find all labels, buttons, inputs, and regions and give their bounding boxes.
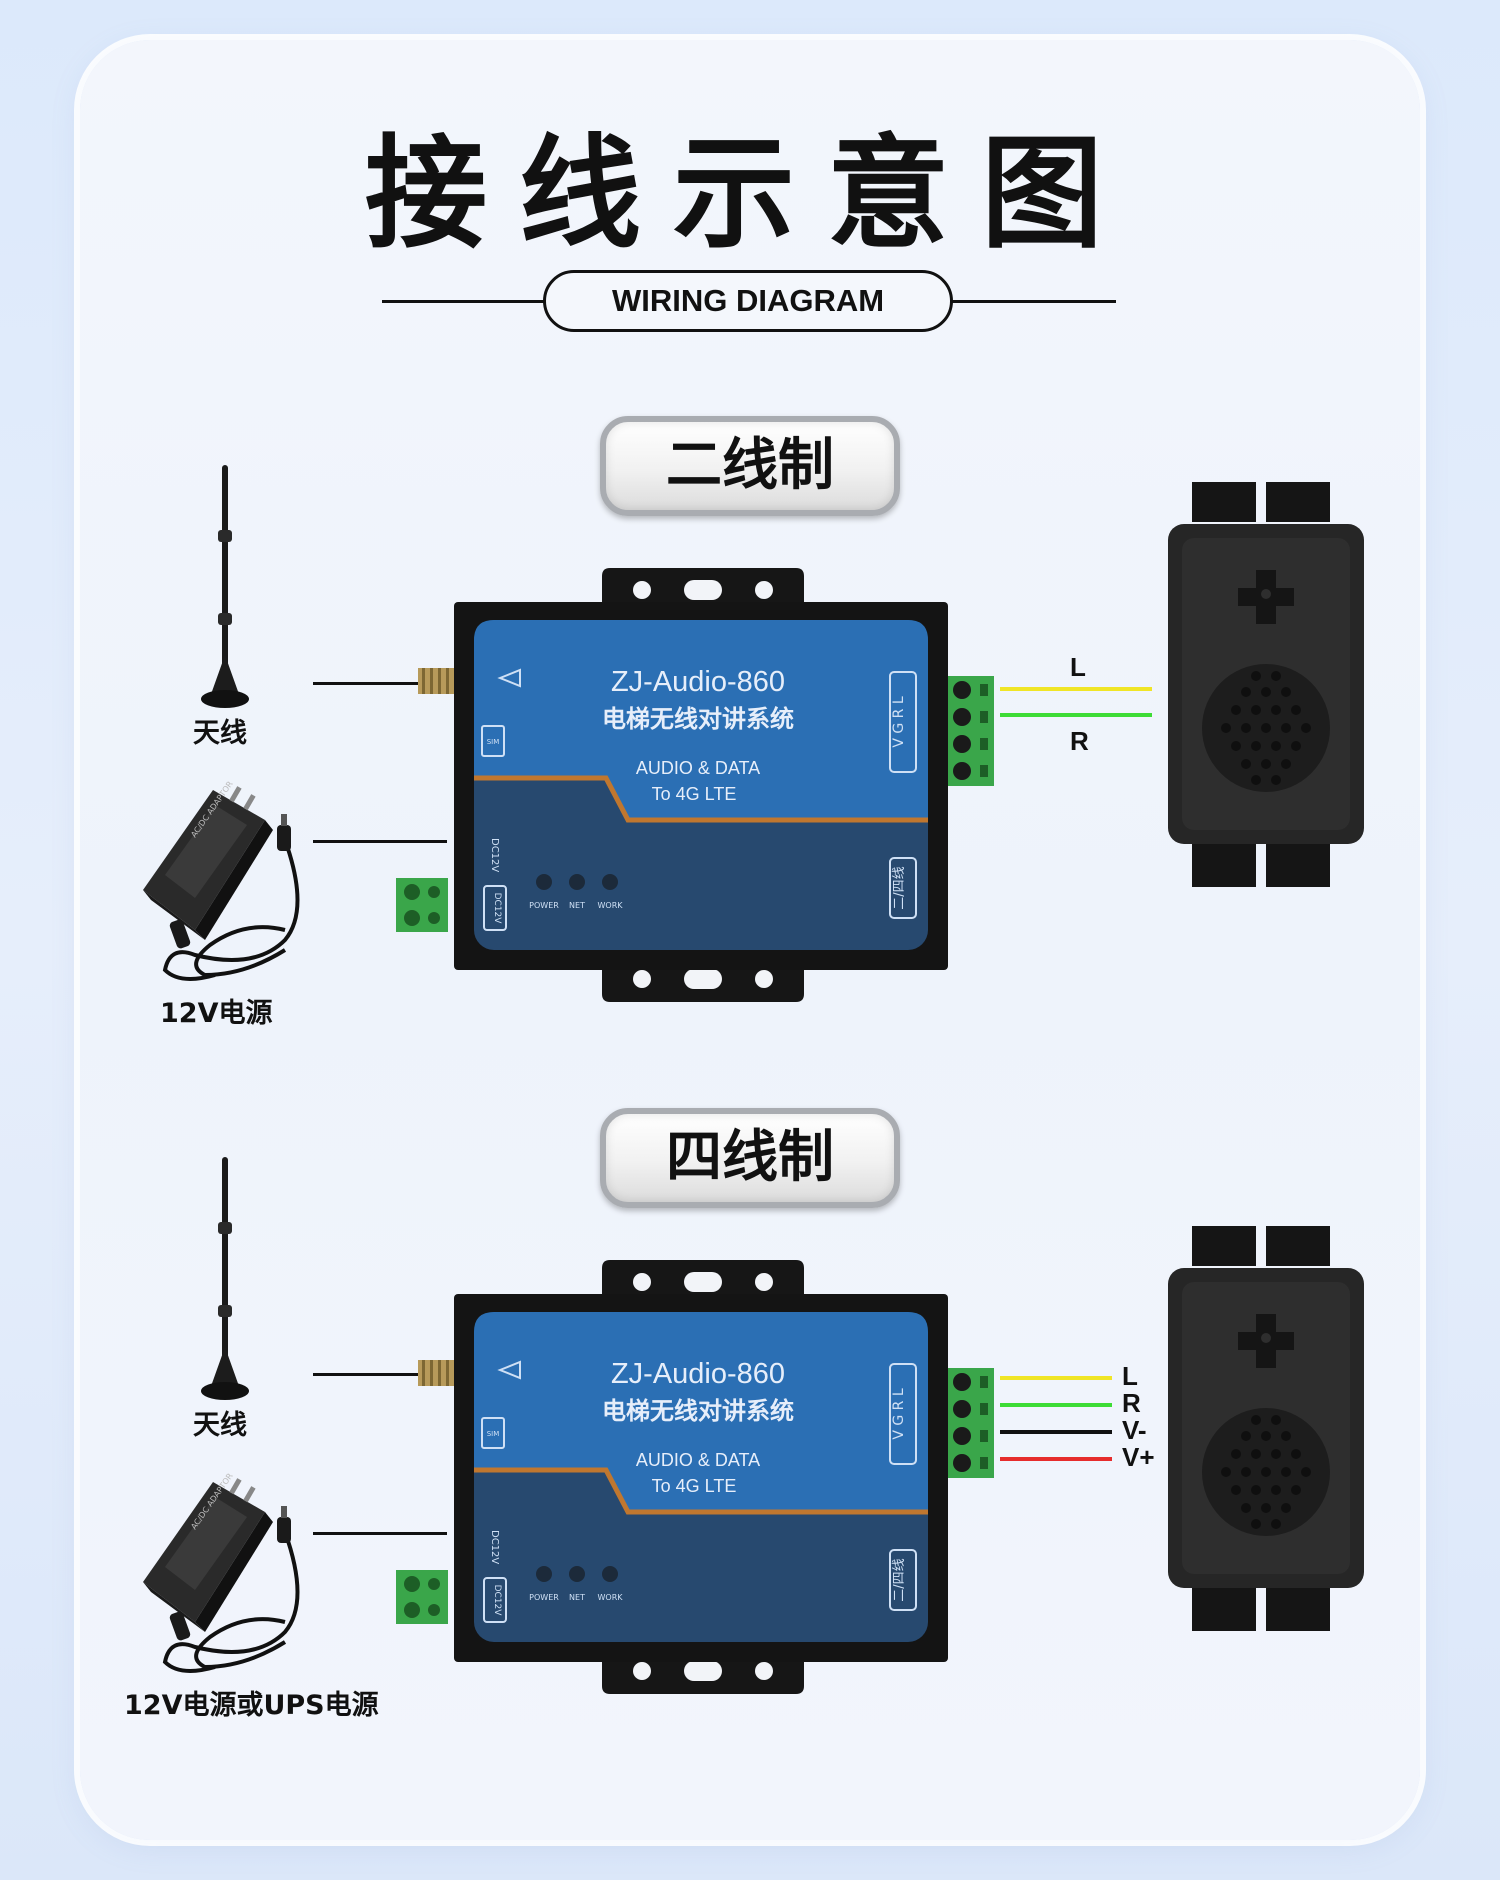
- dc-label: DC12V: [489, 1530, 500, 1564]
- dc-label: DC12V: [489, 838, 500, 872]
- wire-label-v-plus: V+: [1122, 1442, 1155, 1472]
- antenna-icon: [201, 1157, 249, 1400]
- wire-bundle: [1000, 1376, 1112, 1461]
- subtitle-pill: WIRING DIAGRAM: [543, 270, 953, 332]
- led-power-label: POWER: [529, 1593, 559, 1602]
- power-connector-line: [313, 840, 447, 843]
- device-model: ZJ-Audio-860: [611, 666, 785, 698]
- antenna-label: 天线: [193, 1410, 247, 1441]
- antenna-icon: [201, 465, 249, 708]
- device-line2: To 4G LTE: [652, 1476, 737, 1496]
- power-adapter-icon: AC/DC ADAPTOR: [143, 779, 300, 981]
- terminal-label: V G R L: [891, 696, 907, 748]
- wire-label-v-minus: V-: [1122, 1415, 1147, 1445]
- antenna-label: 天线: [193, 718, 247, 749]
- antenna-connector-line: [313, 1373, 447, 1376]
- led-net-label: NET: [569, 1593, 585, 1602]
- led-net-label: NET: [569, 901, 585, 910]
- power-label: 12V电源或UPS电源: [124, 1690, 379, 1721]
- led-work-label: WORK: [597, 901, 623, 910]
- wire-label-l: L: [1122, 1361, 1138, 1391]
- speaker-device: [1168, 482, 1364, 887]
- sim-slot-label: SIM: [487, 738, 500, 746]
- device-line1: AUDIO & DATA: [636, 758, 760, 778]
- intercom-device: SIM V G R L 二/四线 DC12V DC12V ZJ-Audio-86…: [396, 568, 994, 1002]
- wire-label-r: R: [1122, 1388, 1141, 1418]
- intercom-device: SIM V G R L 二/四线 DC12V DC12V ZJ-Audio-86…: [396, 1260, 994, 1694]
- dc-input-label: DC12V: [492, 893, 502, 925]
- led-work-label: WORK: [597, 1593, 623, 1602]
- device-model: ZJ-Audio-860: [611, 1358, 785, 1390]
- antenna-connector-line: [313, 682, 447, 685]
- speaker-device: [1168, 1226, 1364, 1631]
- device-line1: AUDIO & DATA: [636, 1450, 760, 1470]
- power-label: 12V电源: [160, 998, 273, 1029]
- dc-input-label: DC12V: [492, 1585, 502, 1617]
- device-name: 电梯无线对讲系统: [602, 705, 794, 733]
- mode-pill-four-wire: 四线制: [600, 1108, 900, 1208]
- subtitle-line-right: [950, 300, 1116, 303]
- wire-label-l: L: [1070, 652, 1086, 682]
- switch-label: 二/四线: [892, 866, 907, 909]
- wire-label-r: R: [1070, 726, 1089, 756]
- switch-label: 二/四线: [892, 1558, 907, 1601]
- led-power-label: POWER: [529, 901, 559, 910]
- page-title: 接线示意图: [365, 123, 1135, 265]
- mode-pill-two-wire: 二线制: [600, 416, 900, 516]
- sim-slot-label: SIM: [487, 1430, 500, 1438]
- subtitle-line-left: [382, 300, 546, 303]
- power-connector-line: [313, 1532, 447, 1535]
- wire-bundle: [1000, 687, 1152, 717]
- terminal-label: V G R L: [891, 1388, 907, 1440]
- power-adapter-icon: AC/DC ADAPTOR: [143, 1471, 300, 1673]
- device-name: 电梯无线对讲系统: [602, 1397, 794, 1425]
- device-line2: To 4G LTE: [652, 784, 737, 804]
